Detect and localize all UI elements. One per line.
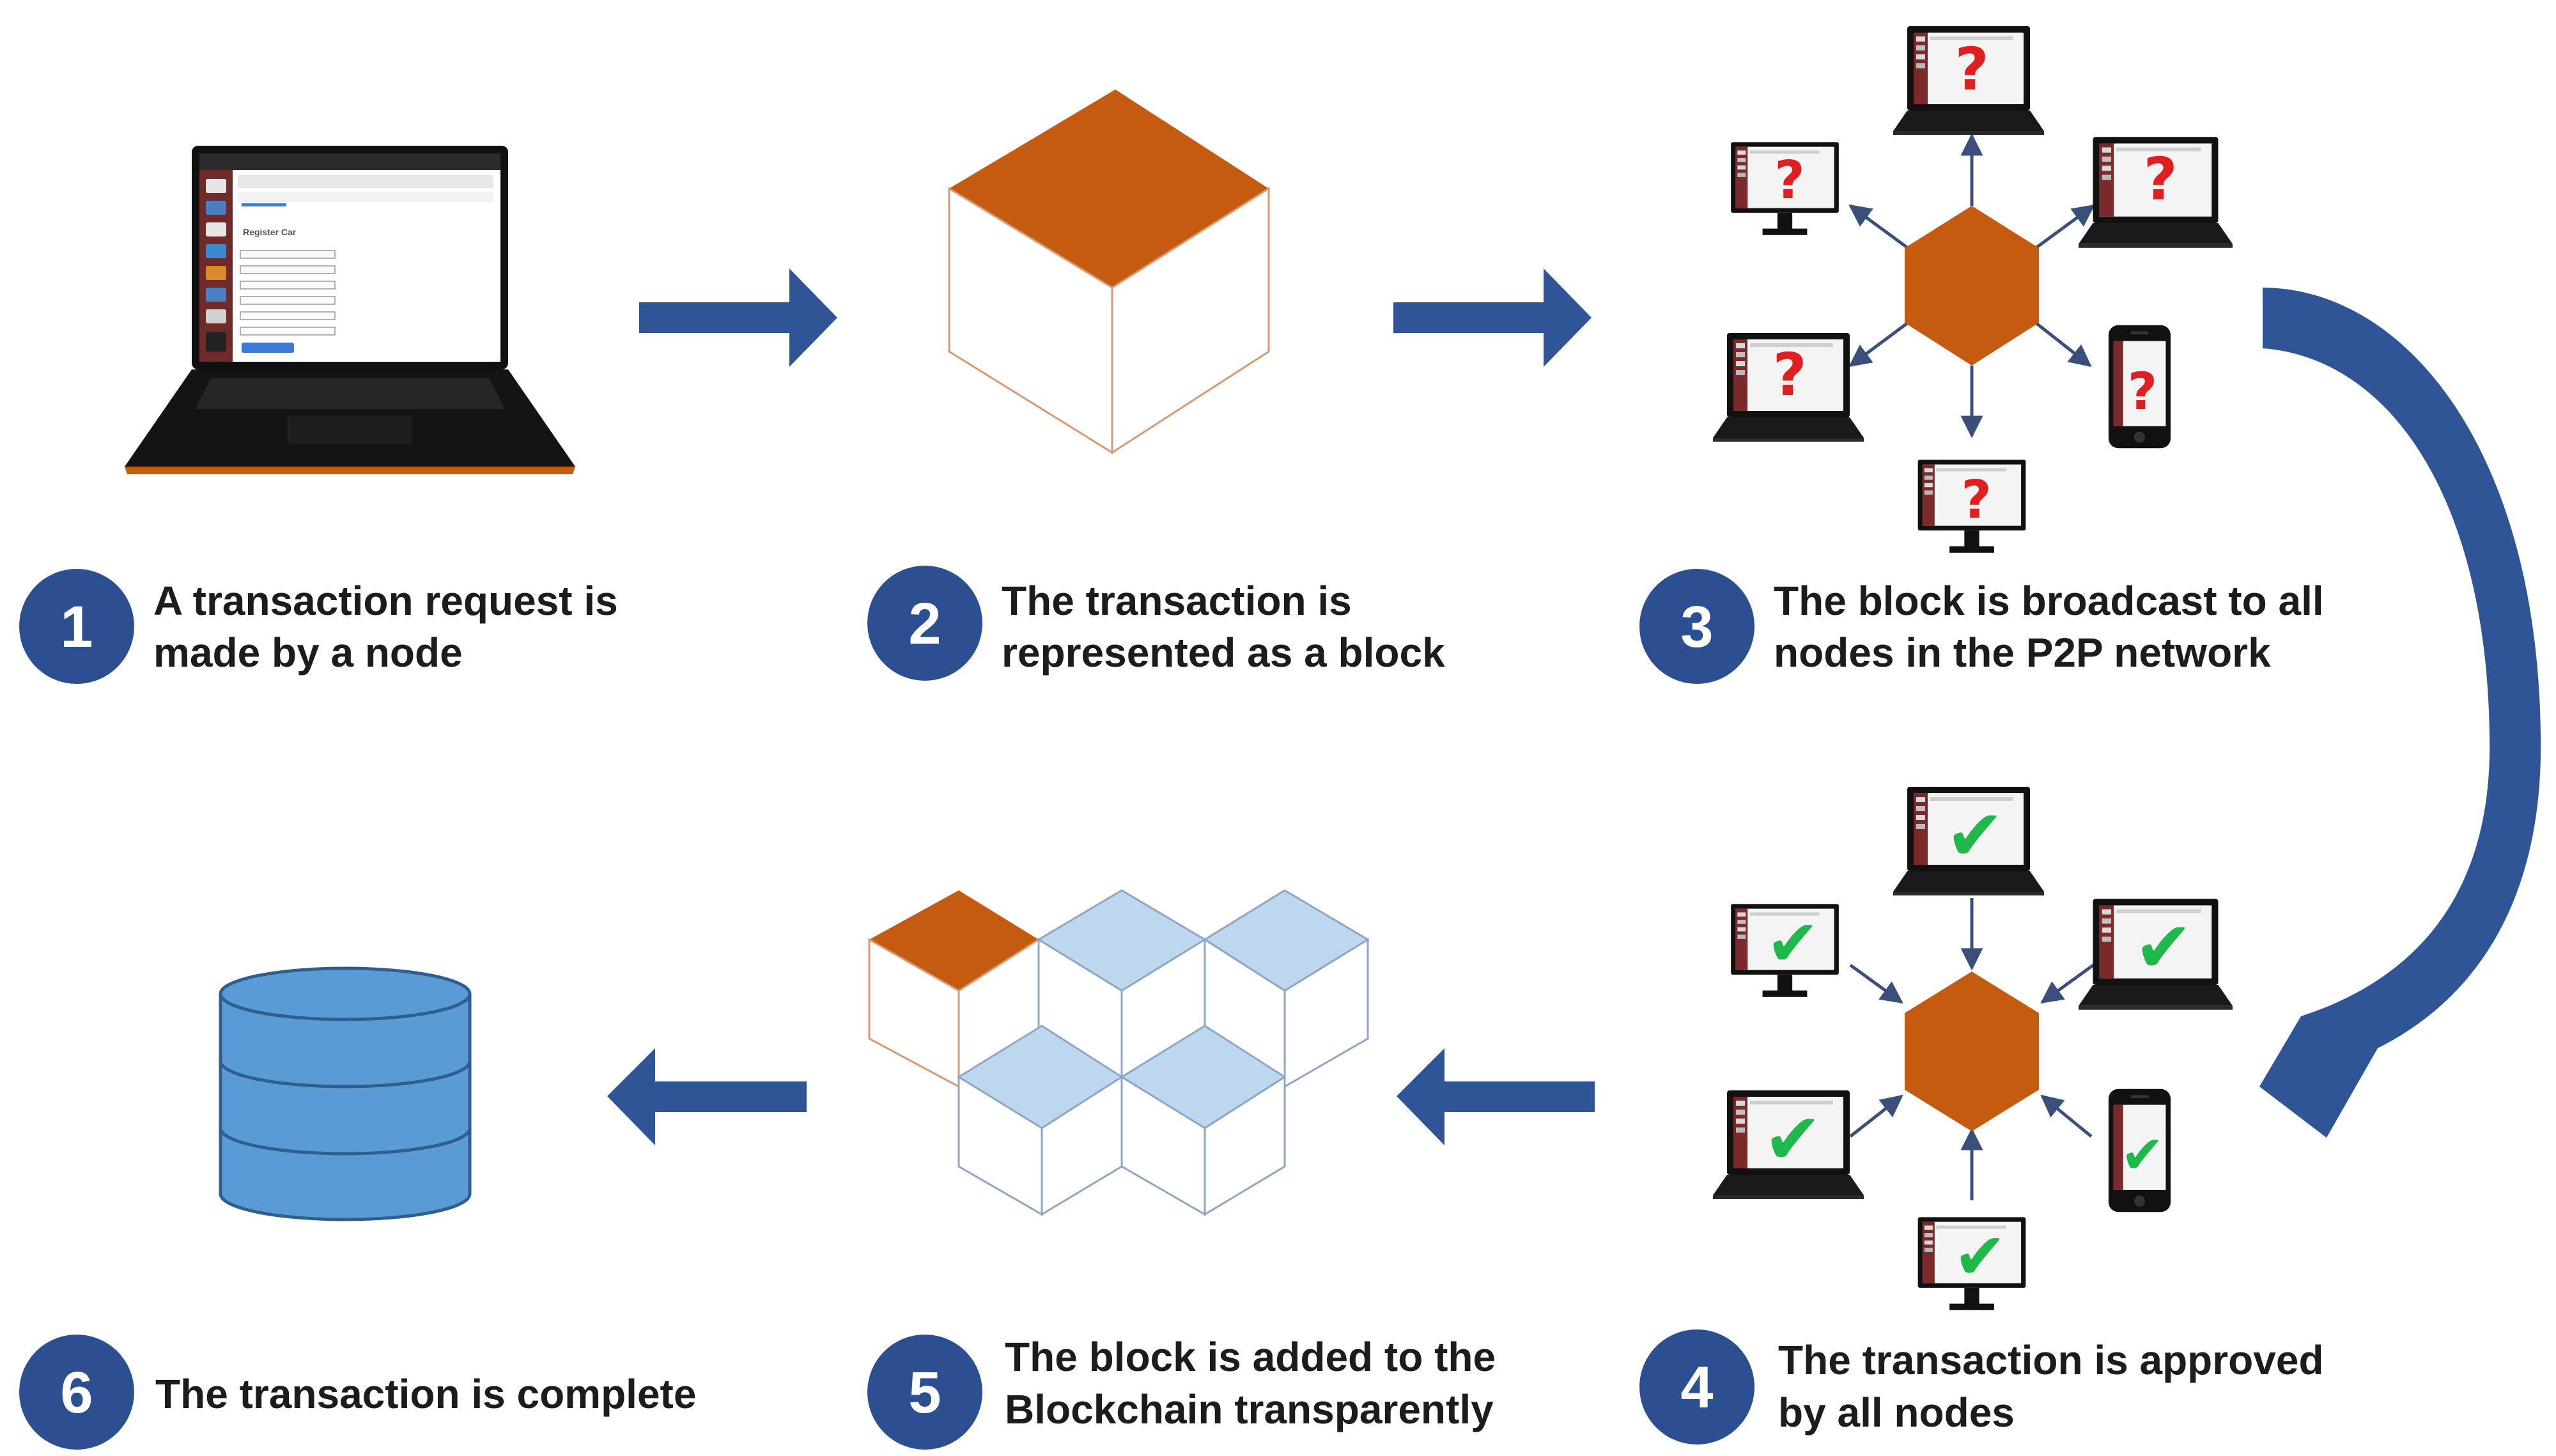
right-arrow-icon xyxy=(1393,268,1592,367)
step-number: 6 xyxy=(60,1360,93,1425)
monitor-icon: ? xyxy=(1917,460,2026,553)
step-number: 1 xyxy=(60,594,93,660)
approval-arrows xyxy=(1849,898,2095,1200)
question-mark-icon: ? xyxy=(2143,145,2177,213)
step-badge xyxy=(1639,569,1754,684)
step-number: 3 xyxy=(1680,594,1713,660)
monitor-icon: ? xyxy=(1731,142,1839,235)
laptop-icon: ✔ xyxy=(2079,899,2233,1010)
laptop-icon: ✔ xyxy=(1893,787,2044,895)
step-label-line: nodes in the P2P network xyxy=(1774,630,2271,676)
laptop-icon: Register Car xyxy=(125,146,575,474)
step-label-line: The block is broadcast to all xyxy=(1774,578,2324,624)
laptop-icon: ✔ xyxy=(1713,1090,1864,1199)
checkmark-icon: ✔ xyxy=(1763,1098,1822,1180)
step-badge xyxy=(1639,1329,1754,1444)
step-3: 3 The block is broadcast to all nodes in… xyxy=(1639,569,2324,684)
step-label-line: The transaction is approved xyxy=(1778,1337,2324,1383)
step-badge xyxy=(867,566,982,681)
step-label-line: The block is added to the xyxy=(1005,1334,1496,1380)
left-arrow-icon xyxy=(607,1048,807,1145)
step-4: 4 The transaction is approved by all nod… xyxy=(1639,1329,2324,1444)
browser-form-heading: Register Car xyxy=(243,227,297,237)
step-label-line: A transaction request is xyxy=(153,578,618,624)
block-hexagon-icon xyxy=(1905,972,2039,1131)
monitor-icon: ✔ xyxy=(1917,1217,2026,1310)
step-label-line: made by a node xyxy=(153,630,463,676)
step-label-line: Blockchain transparently xyxy=(1005,1386,1494,1432)
laptop-icon: ? xyxy=(2079,137,2233,248)
blockchain-cubes-icon xyxy=(868,889,1370,1216)
curved-arrow-icon xyxy=(2259,288,2541,1138)
right-arrow-icon xyxy=(639,268,837,367)
checkmark-icon: ✔ xyxy=(1953,1219,2007,1294)
checkmark-icon: ✔ xyxy=(1766,906,1820,980)
laptop-icon: ? xyxy=(1893,26,2044,135)
left-arrow-icon xyxy=(1397,1048,1595,1145)
checkmark-icon: ✔ xyxy=(2121,1125,2165,1186)
step-label-line: The transaction is complete xyxy=(155,1371,696,1417)
phone-icon: ? xyxy=(2108,325,2171,449)
step-badge xyxy=(19,1335,134,1450)
step-number: 5 xyxy=(908,1360,941,1425)
checkmark-icon: ✔ xyxy=(2134,906,2193,988)
question-mark-icon: ? xyxy=(1961,470,1992,531)
question-mark-icon: ? xyxy=(2128,362,2157,421)
question-mark-icon: ? xyxy=(1955,35,1988,104)
step-1: 1 A transaction request is made by a nod… xyxy=(19,569,618,684)
step-number: 2 xyxy=(908,591,941,656)
question-mark-icon: ? xyxy=(1772,341,1806,409)
step-badge xyxy=(19,569,134,684)
step-badge xyxy=(867,1335,982,1450)
approval-network: ✔ ✔ ✔ ✔ ✔ ✔ xyxy=(1713,787,2233,1310)
step-label-line: by all nodes xyxy=(1778,1390,2015,1436)
step-label-line: The transaction is xyxy=(1002,578,1352,624)
step-5: 5 The block is added to the Blockchain t… xyxy=(867,1334,1496,1450)
broadcast-network: ? ? ? ? ? ? xyxy=(1713,26,2233,553)
database-icon xyxy=(219,966,472,1221)
phone-icon: ✔ xyxy=(2108,1088,2171,1212)
block-hexagon-icon xyxy=(1905,206,2039,366)
checkmark-icon: ✔ xyxy=(1946,794,2004,876)
step-number: 4 xyxy=(1680,1355,1713,1420)
step-6: 6 The transaction is complete xyxy=(19,1335,696,1450)
block-cube-icon xyxy=(948,89,1270,454)
broadcast-arrows xyxy=(1848,133,2095,438)
step-label-line: represented as a block xyxy=(1002,630,1445,676)
monitor-icon: ✔ xyxy=(1731,904,1839,997)
step-2: 2 The transaction is represented as a bl… xyxy=(867,566,1445,681)
question-mark-icon: ? xyxy=(1774,150,1805,211)
laptop-icon: ? xyxy=(1713,333,1864,442)
